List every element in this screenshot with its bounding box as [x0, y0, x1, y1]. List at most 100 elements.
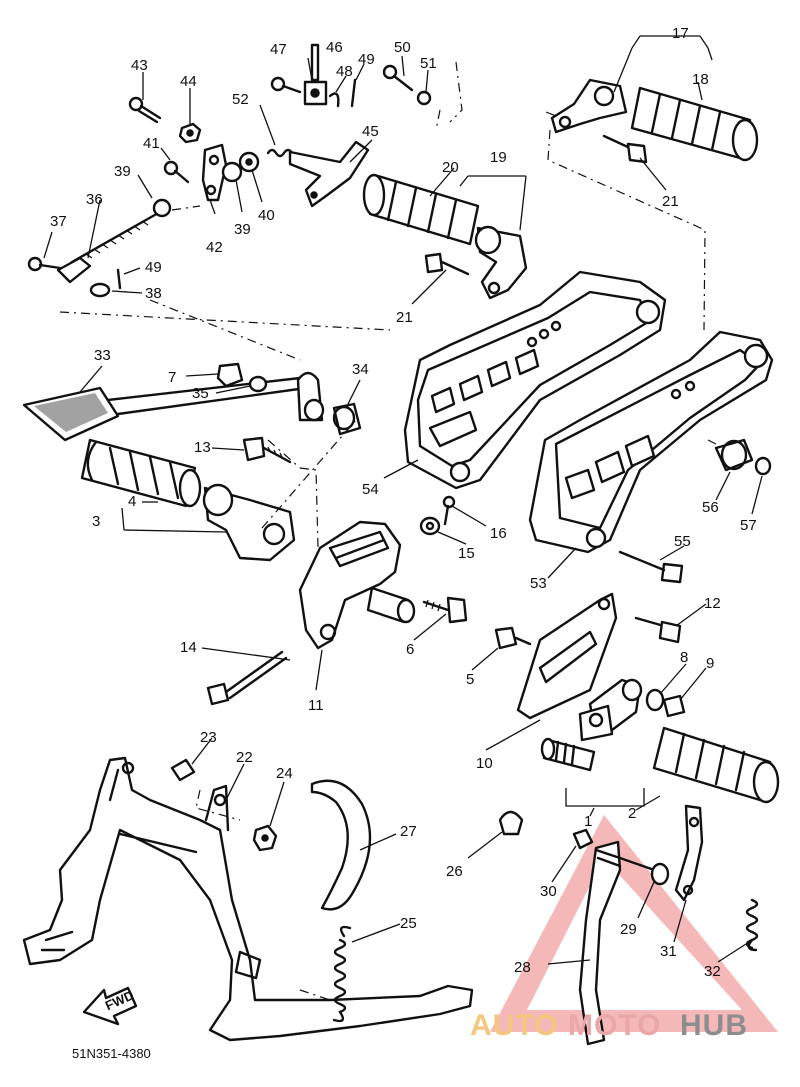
label-8: 8: [680, 649, 688, 666]
part-labels: 43 44 41 39 36 37 49 38 52 42 39 40 47 4…: [50, 25, 757, 1061]
collar-56-nut-57: [714, 438, 772, 476]
label-46: 46: [326, 39, 343, 56]
label-36: 36: [86, 191, 103, 208]
label-35: 35: [192, 385, 209, 402]
label-24: 24: [276, 765, 293, 782]
bolt-21-top: [602, 134, 648, 164]
washer-38-pin-49: [89, 268, 122, 298]
label-40: 40: [258, 207, 275, 224]
nut-7-washer-35: [216, 362, 268, 393]
bracket-53: [528, 330, 774, 554]
collar-39-40: [221, 151, 260, 183]
bracket-1: [578, 678, 643, 742]
plate-10: [516, 592, 618, 720]
footrest-bracket-17: [550, 78, 628, 134]
label-53: 53: [530, 575, 547, 592]
link-42: [201, 143, 228, 202]
bolt-50-nut-51: [382, 64, 432, 106]
label-13: 13: [194, 439, 211, 456]
watermark-hub: HUB: [680, 1009, 748, 1042]
label-48: 48: [336, 63, 353, 80]
washer-15: [419, 516, 441, 536]
label-2: 2: [628, 805, 636, 822]
bolt-29: [618, 856, 670, 886]
label-32: 32: [704, 963, 721, 980]
watermark-text: AUTO MOTO HUB: [470, 1009, 748, 1042]
footrest-left-4: [80, 438, 202, 508]
stand-bolt-23: [170, 758, 196, 782]
footrest-20: [362, 173, 480, 246]
main-stand-22: [22, 756, 474, 1042]
stopper-26: [498, 810, 524, 836]
label-41: 41: [143, 135, 160, 152]
label-23: 23: [200, 729, 217, 746]
spring-32: [745, 898, 759, 952]
label-4: 4: [128, 493, 136, 510]
bolt-21-left: [424, 252, 470, 276]
label-10: 10: [476, 755, 493, 772]
label-54: 54: [362, 481, 379, 498]
fwd-arrow: FWD: [82, 986, 138, 1026]
label-9: 9: [706, 655, 714, 672]
footrest-18: [630, 86, 759, 162]
label-52: 52: [232, 91, 249, 108]
label-38: 38: [145, 285, 162, 302]
stand-nut-24: [252, 824, 278, 852]
footrest-bracket-3: [202, 483, 296, 562]
label-33: 33: [94, 347, 111, 364]
bolt-12: [634, 616, 682, 644]
label-31: 31: [660, 943, 677, 960]
washer-8-nut-9: [645, 688, 686, 718]
rod-end-46: [303, 43, 328, 106]
label-39b: 39: [234, 221, 251, 238]
watermark-triangle: [490, 815, 778, 1032]
label-14: 14: [180, 639, 197, 656]
bolt-14: [206, 650, 288, 706]
bolt-6: [422, 596, 468, 624]
pin-16: [442, 495, 456, 526]
bracket-54: [403, 270, 667, 490]
spring-52: [266, 148, 294, 158]
pin-spline: [540, 737, 596, 772]
label-29: 29: [620, 921, 637, 938]
leader-lines: [43, 35, 763, 965]
label-56: 56: [702, 499, 719, 516]
label-6: 6: [406, 641, 414, 658]
label-7: 7: [168, 369, 176, 386]
diagram-code: 51N351-4380: [72, 1046, 151, 1061]
nut-44: [178, 122, 202, 144]
label-28: 28: [514, 959, 531, 976]
bolt-41: [163, 160, 190, 184]
label-5: 5: [466, 671, 474, 688]
bracket-11: [298, 520, 416, 650]
label-21a: 21: [662, 193, 679, 210]
pin-37: [27, 256, 62, 272]
label-27: 27: [400, 823, 417, 840]
cotter-48-49: [328, 78, 357, 108]
label-18: 18: [692, 71, 709, 88]
stand-spring-25: [332, 925, 352, 1023]
label-20: 20: [442, 159, 459, 176]
stay-27: [310, 779, 372, 911]
label-3: 3: [92, 513, 100, 530]
label-26: 26: [446, 863, 463, 880]
label-17: 17: [672, 25, 689, 42]
watermark-moto: MOTO: [568, 1009, 661, 1042]
label-19: 19: [490, 149, 507, 166]
label-49a: 49: [358, 51, 375, 68]
bracket-31: [674, 804, 704, 902]
label-30: 30: [540, 883, 557, 900]
bolt-13: [242, 436, 292, 464]
label-49b: 49: [145, 259, 162, 276]
label-1: 1: [584, 813, 592, 830]
bolt-47: [270, 76, 302, 94]
brake-pedal-33: [22, 371, 325, 442]
label-12: 12: [704, 595, 721, 612]
label-50: 50: [394, 39, 411, 56]
label-37: 37: [50, 213, 67, 230]
watermark-auto: AUTO: [470, 1009, 558, 1042]
label-22: 22: [236, 749, 253, 766]
rod-36: [56, 198, 172, 284]
label-57: 57: [740, 517, 757, 534]
